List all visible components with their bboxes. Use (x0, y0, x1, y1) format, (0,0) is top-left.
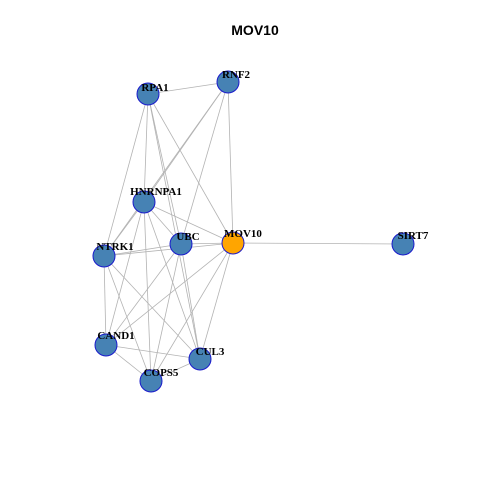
node-label-ntrk1: NTRK1 (96, 241, 133, 253)
node-rnf2[interactable] (216, 70, 240, 94)
node-ntrk1[interactable] (92, 244, 116, 268)
node-cand1[interactable] (94, 333, 118, 357)
edge-ubc-ntrk1 (103, 243, 182, 257)
node-label-cul3: CUL3 (196, 346, 225, 358)
edge-rpa1-hnrnpa1 (143, 93, 149, 203)
edge-hnrnpa1-mov10 (143, 201, 234, 244)
edge-ubc-cops5 (150, 243, 182, 382)
nodes-layer (92, 70, 415, 393)
edge-mov10-sirt7 (232, 242, 404, 245)
edge-rpa1-cul3 (147, 93, 201, 360)
node-label-ubc: UBC (176, 231, 199, 243)
edge-rnf2-ubc (180, 81, 229, 245)
edge-ntrk1-cul3 (103, 255, 201, 360)
edge-cand1-cul3 (105, 344, 201, 360)
edge-mov10-ntrk1 (103, 242, 234, 257)
edge-ntrk1-cand1 (103, 255, 107, 346)
edge-ubc-cand1 (105, 243, 182, 346)
edge-rpa1-mov10 (147, 93, 234, 244)
edge-rnf2-mov10 (227, 81, 234, 244)
node-hnrnpa1[interactable] (132, 190, 156, 214)
node-label-rpa1: RPA1 (141, 82, 168, 94)
node-mov10[interactable] (221, 231, 245, 255)
edge-hnrnpa1-cand1 (105, 201, 145, 346)
edge-ubc-cul3 (180, 243, 201, 360)
edge-rpa1-ntrk1 (103, 93, 149, 257)
node-label-cops5: COPS5 (144, 367, 179, 379)
node-label-sirt7: SIRT7 (398, 230, 429, 242)
edge-rnf2-ntrk1 (103, 81, 229, 257)
edge-mov10-cand1 (105, 242, 234, 346)
edge-rpa1-ubc (147, 93, 182, 245)
edge-mov10-cul3 (199, 242, 234, 360)
node-sirt7[interactable] (391, 232, 415, 256)
node-label-mov10: MOV10 (224, 228, 262, 240)
node-label-rnf2: RNF2 (222, 69, 251, 81)
node-cul3[interactable] (188, 347, 212, 371)
graph-title: MOV10 (231, 22, 279, 38)
node-cops5[interactable] (139, 369, 163, 393)
node-label-cand1: CAND1 (97, 330, 134, 342)
node-rpa1[interactable] (136, 82, 160, 106)
edge-rpa1-rnf2 (147, 81, 229, 95)
edge-hnrnpa1-cul3 (143, 201, 201, 360)
edge-mov10-cops5 (150, 242, 234, 382)
node-ubc[interactable] (169, 232, 193, 256)
node-label-hnrnpa1: HNRNPA1 (130, 186, 182, 198)
edge-ntrk1-cops5 (103, 255, 152, 382)
